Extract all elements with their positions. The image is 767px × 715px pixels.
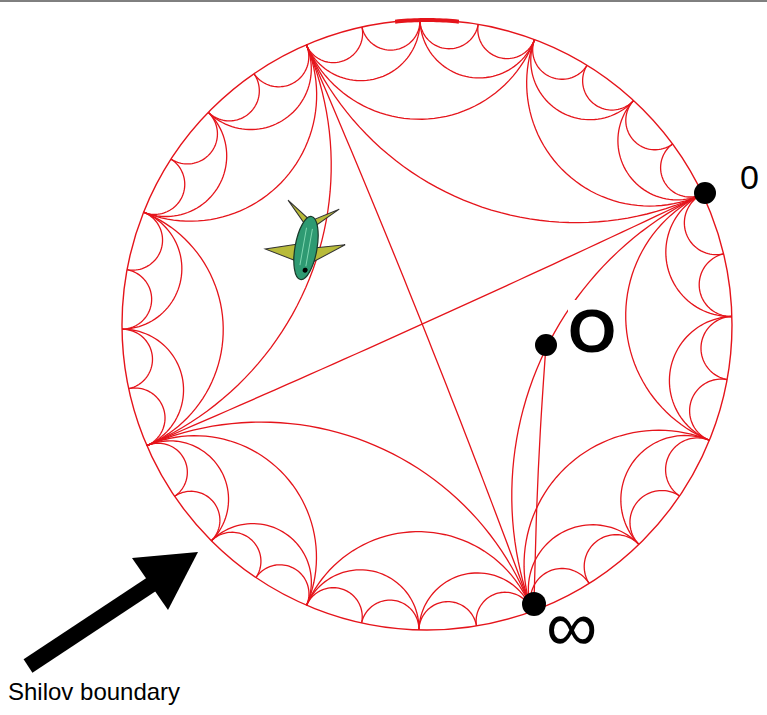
- geodesic: [621, 435, 710, 544]
- top-rule: [0, 1, 767, 2]
- geodesic: [147, 422, 532, 611]
- geodesic: [701, 316, 732, 379]
- geodesic: [144, 212, 224, 445]
- geodesic: [208, 74, 259, 121]
- fish-body: [290, 215, 323, 282]
- geodesic: [122, 329, 152, 388]
- geodesic: [534, 345, 546, 604]
- boundary-mark: [395, 20, 459, 22]
- geodesic: [306, 45, 532, 611]
- fish-stripe: [300, 228, 313, 266]
- geodesic: [307, 570, 419, 630]
- geodesic: [211, 532, 261, 577]
- geodesic: [362, 600, 419, 630]
- geodesic: [122, 270, 152, 330]
- geodesic: [527, 40, 703, 206]
- geodesic: [306, 27, 362, 63]
- geodesic: [147, 441, 229, 541]
- geodesic: [254, 45, 309, 87]
- geodesic: [171, 112, 217, 164]
- geodesic: [127, 212, 162, 270]
- geodesic: [144, 159, 185, 214]
- geodesic: [478, 24, 535, 58]
- geodesic: [147, 194, 703, 445]
- point-dot: [522, 592, 546, 616]
- geodesic: [208, 45, 311, 130]
- point-label: O: [568, 300, 616, 362]
- geodesic: [175, 491, 220, 540]
- boundary-caption: Shilov boundary: [8, 680, 180, 704]
- fish: [261, 198, 351, 286]
- point-dot: [694, 182, 716, 204]
- geodesic: [306, 20, 420, 81]
- disk-boundary: [122, 20, 732, 630]
- geodesic: [584, 535, 639, 584]
- geodesic: [690, 379, 727, 440]
- tessellation: [122, 20, 732, 630]
- geodesic: [524, 430, 709, 611]
- fish-eye: [302, 267, 308, 273]
- point-label: 0: [740, 160, 759, 194]
- geodesic: [533, 40, 587, 80]
- geodesic: [618, 101, 703, 200]
- geodesic: [211, 524, 311, 606]
- geodesic: [666, 438, 710, 496]
- geodesic: [531, 40, 634, 120]
- geodesic: [122, 212, 182, 329]
- geodesic: [699, 254, 732, 317]
- geodesic: [147, 443, 187, 496]
- geodesic: [420, 20, 478, 49]
- geodesic: [144, 45, 317, 221]
- geodesic: [307, 588, 363, 623]
- pointer-arrow-head: [132, 552, 198, 610]
- fish-fin: [314, 240, 345, 267]
- geodesic: [626, 194, 710, 440]
- point-label: ∞: [546, 590, 597, 662]
- pointer-arrow-shaft: [28, 580, 158, 666]
- geodesic: [362, 20, 420, 50]
- geodesic: [420, 20, 535, 78]
- geodesic: [669, 316, 731, 440]
- geodesic: [666, 194, 732, 316]
- geodesic: [147, 45, 331, 446]
- geodesic: [129, 388, 165, 446]
- geodesic: [419, 573, 532, 630]
- geodesic: [307, 532, 533, 612]
- geodesic: [626, 101, 673, 150]
- point-dot: [535, 334, 557, 356]
- geodesic: [122, 329, 184, 445]
- fish-fin: [264, 239, 296, 260]
- geodesic: [256, 565, 309, 605]
- geodesic: [306, 40, 534, 120]
- geodesic: [144, 112, 227, 216]
- geodesic: [583, 65, 634, 110]
- geodesic: [419, 602, 477, 630]
- geodesic: [630, 491, 680, 545]
